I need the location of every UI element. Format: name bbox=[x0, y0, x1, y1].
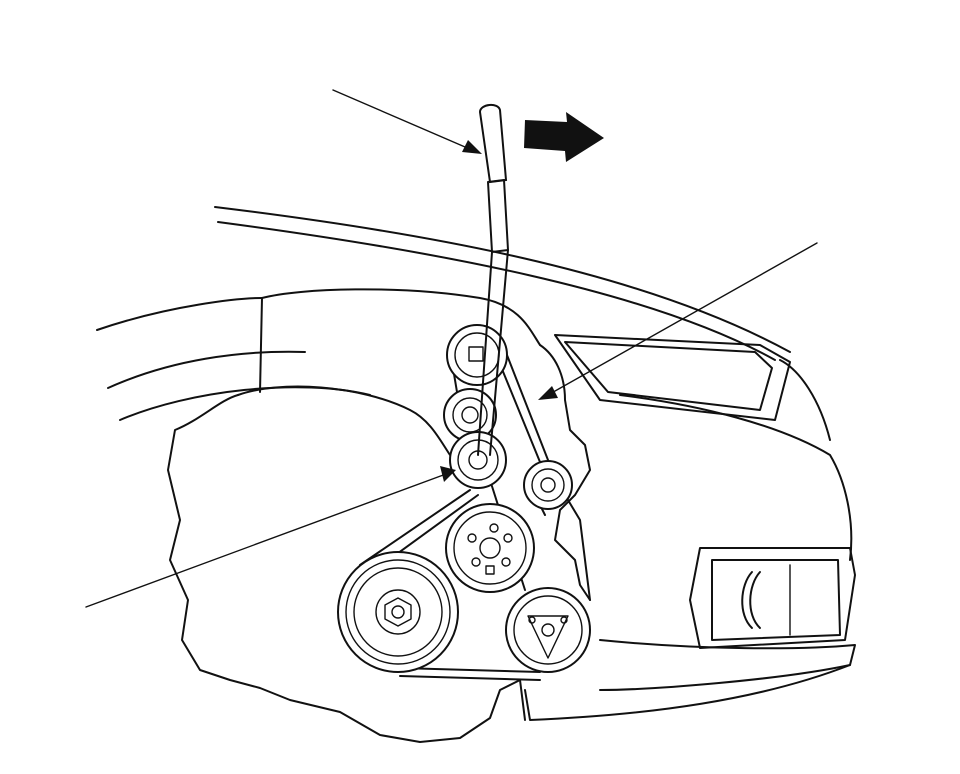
compressor-pulley bbox=[505, 587, 591, 673]
idler-pulley-right bbox=[523, 460, 573, 510]
engine-block-outline bbox=[167, 288, 591, 743]
callout-tool-handle bbox=[332, 89, 482, 154]
callout-tensioner-bolt bbox=[85, 466, 456, 608]
hood-outline bbox=[96, 206, 791, 421]
callout-belt bbox=[538, 242, 818, 400]
breaker-bar-tool bbox=[477, 104, 509, 456]
headlight-outline bbox=[554, 334, 853, 561]
water-pump-pulley bbox=[445, 503, 535, 593]
crankshaft-pulley bbox=[337, 551, 459, 673]
thick-arrow-right-icon bbox=[524, 112, 604, 162]
bumper-outline bbox=[519, 547, 856, 721]
tensioner-pulley bbox=[449, 431, 507, 489]
